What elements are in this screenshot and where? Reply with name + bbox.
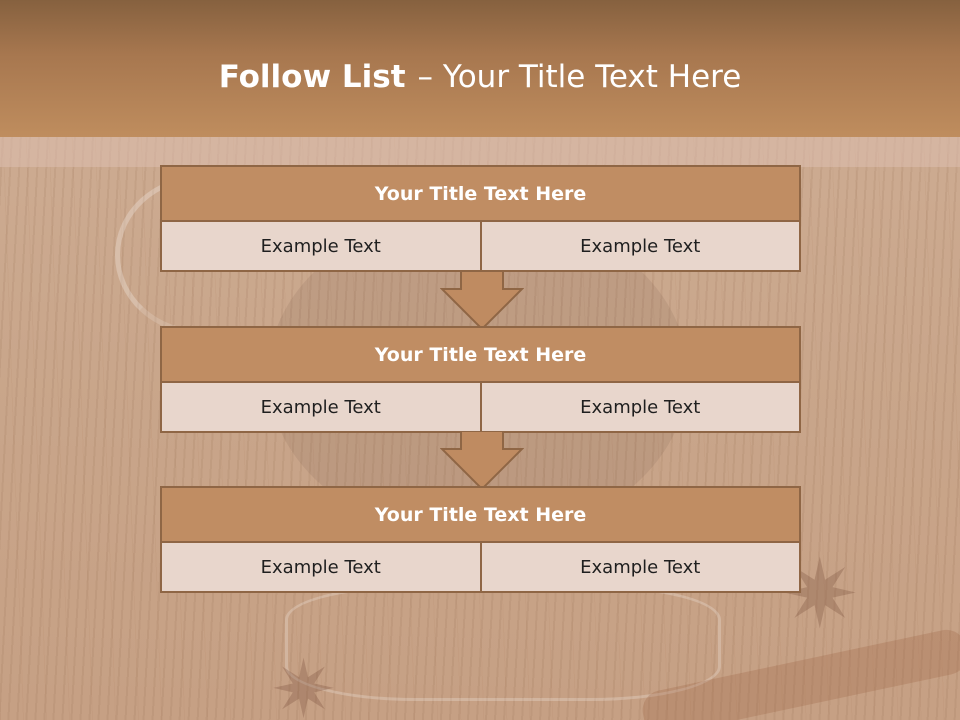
block-title: Your Title Text Here xyxy=(160,486,801,543)
block-cell-left: Example Text xyxy=(160,222,482,272)
block-cell-right: Example Text xyxy=(481,222,801,272)
block-cell-right: Example Text xyxy=(481,543,801,593)
star-anise-icon: ✷ xyxy=(270,643,338,720)
down-arrow-icon xyxy=(440,271,524,331)
list-block: Your Title Text Here Example Text Exampl… xyxy=(160,486,801,593)
list-block: Your Title Text Here Example Text Exampl… xyxy=(160,165,801,272)
title-bar xyxy=(0,0,960,137)
slide-title: Follow List – Your Title Text Here xyxy=(0,52,960,102)
slide-title-bold: Follow List xyxy=(218,59,406,95)
down-arrow-icon xyxy=(440,431,524,491)
slide-title-rest: – Your Title Text Here xyxy=(417,59,742,95)
block-cell-left: Example Text xyxy=(160,543,482,593)
block-cell-left: Example Text xyxy=(160,383,482,433)
block-row: Example Text Example Text xyxy=(160,383,801,433)
block-title: Your Title Text Here xyxy=(160,326,801,383)
block-row: Example Text Example Text xyxy=(160,543,801,593)
block-title: Your Title Text Here xyxy=(160,165,801,222)
block-row: Example Text Example Text xyxy=(160,222,801,272)
block-cell-right: Example Text xyxy=(481,383,801,433)
title-bar-band xyxy=(0,137,960,167)
background-glass-base xyxy=(285,585,721,701)
list-block: Your Title Text Here Example Text Exampl… xyxy=(160,326,801,433)
